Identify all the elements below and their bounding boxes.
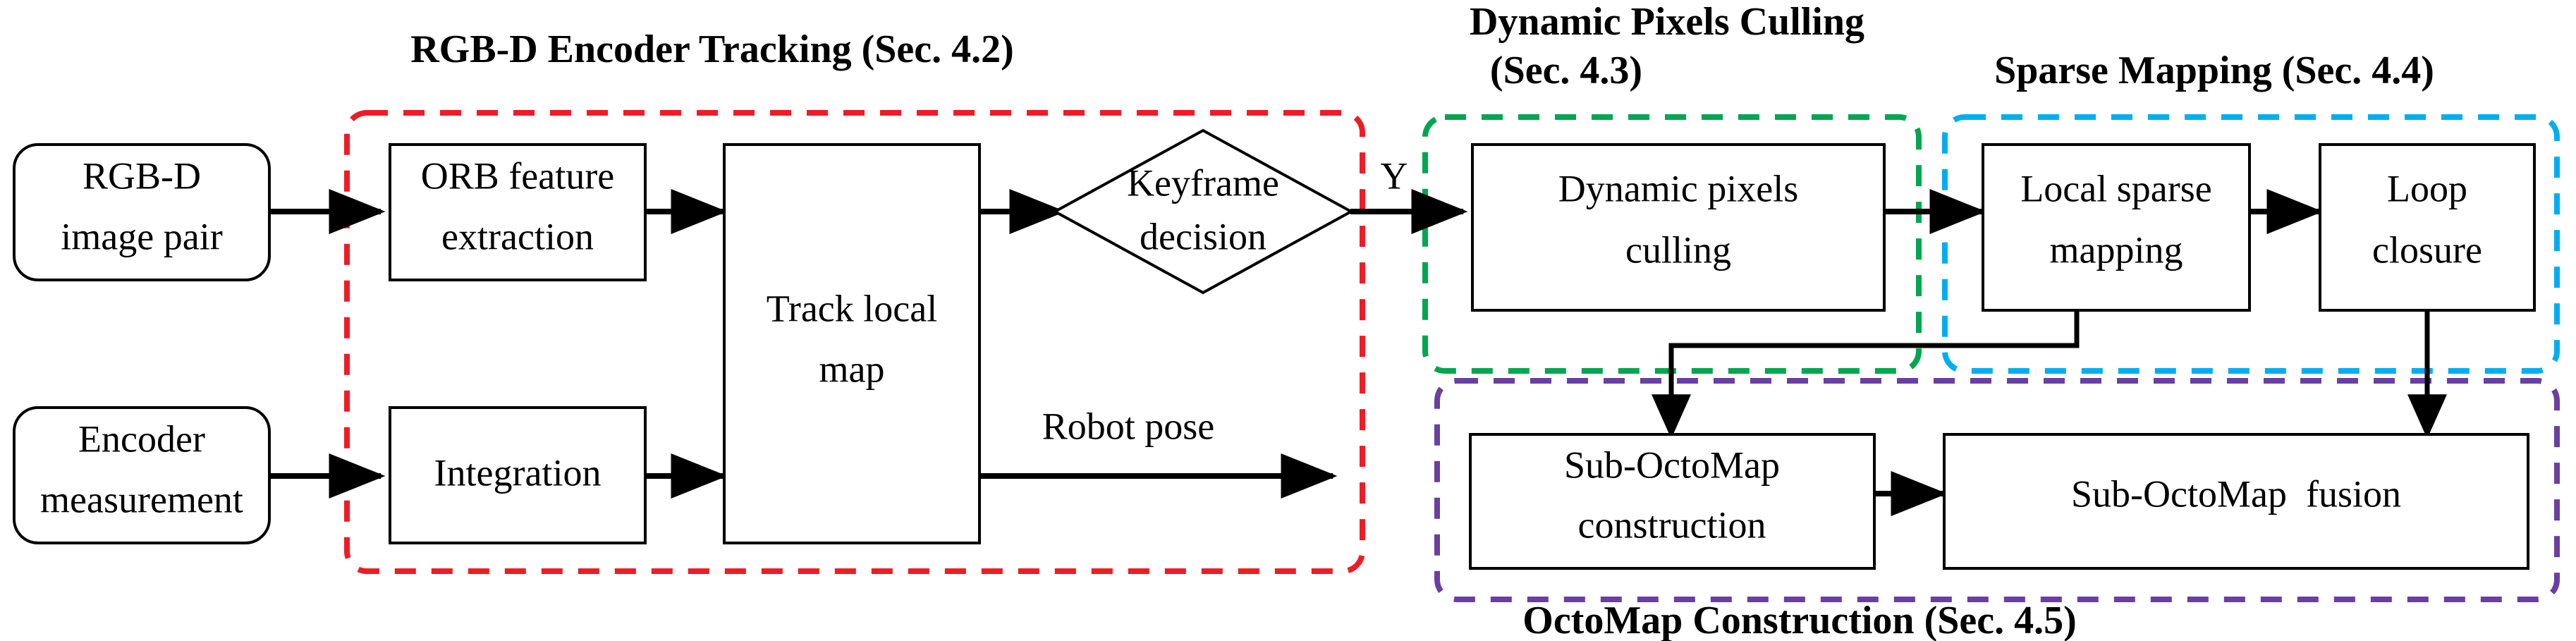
edge-label-robot-pose: Robot pose	[1042, 405, 1215, 447]
node-keyframe-decision-line2: decision	[1140, 215, 1266, 257]
node-rgbd-image-pair-line1: RGB-D	[83, 154, 201, 197]
node-track-local-map-line1: Track local	[767, 287, 937, 329]
node-suboctomap-construction-line1: Sub-OctoMap	[1564, 444, 1780, 486]
node-suboctomap-fusion-line1: Sub-OctoMap fusion	[2071, 472, 2401, 515]
group-title-tracking: RGB-D Encoder Tracking (Sec. 4.2)	[410, 28, 1014, 71]
group-frame-mapping	[1942, 114, 2560, 374]
node-rgbd-image-pair-line2: image pair	[61, 215, 222, 257]
group-title-culling-line1: Dynamic Pixels Culling	[1470, 0, 1864, 44]
node-dynamic-pixels-culling[interactable]: Dynamic pixels culling	[1471, 143, 1886, 312]
node-loop-closure[interactable]: Loop closure	[2319, 143, 2536, 312]
group-frame-tracking	[344, 110, 1365, 574]
node-orb-feature-extraction-line1: ORB feature	[421, 154, 614, 197]
node-suboctomap-construction-line2: construction	[1578, 503, 1766, 546]
connector-local-sparse-to-suboctomap-construction	[1652, 309, 2080, 439]
group-title-mapping: Sparse Mapping (Sec. 4.4)	[1994, 49, 2434, 92]
node-suboctomap-fusion[interactable]: Sub-OctoMap fusion	[1943, 433, 2529, 570]
node-encoder-measurement[interactable]: Encoder measurement	[13, 406, 271, 544]
node-orb-feature-extraction-line2: extraction	[441, 215, 594, 257]
node-loop-closure-line2: closure	[2372, 228, 2482, 271]
node-track-local-map[interactable]: Track local map	[723, 143, 981, 544]
node-dynamic-pixels-culling-line1: Dynamic pixels	[1558, 167, 1798, 209]
node-local-sparse-mapping-line1: Local sparse	[2020, 167, 2211, 209]
group-title-culling-line2: (Sec. 4.3)	[1490, 49, 1642, 92]
edge-label-keyframe-yes: Y	[1381, 154, 1408, 197]
node-encoder-measurement-line1: Encoder	[78, 417, 205, 460]
node-track-local-map-line2: map	[819, 348, 885, 390]
node-encoder-measurement-line2: measurement	[40, 478, 243, 520]
node-integration[interactable]: Integration	[389, 406, 647, 544]
node-integration-line1: Integration	[434, 451, 602, 494]
node-local-sparse-mapping-line2: mapping	[2050, 228, 2183, 271]
node-loop-closure-line1: Loop	[2387, 167, 2467, 209]
group-title-octomap: OctoMap Construction (Sec. 4.5)	[1522, 599, 2076, 641]
node-dynamic-pixels-culling-line2: culling	[1625, 228, 1731, 271]
node-keyframe-decision[interactable]: Keyframe decision	[1051, 128, 1355, 295]
node-keyframe-decision-line1: Keyframe	[1127, 161, 1279, 204]
node-orb-feature-extraction[interactable]: ORB feature extraction	[389, 143, 647, 281]
node-rgbd-image-pair[interactable]: RGB-D image pair	[13, 143, 271, 281]
node-suboctomap-construction[interactable]: Sub-OctoMap construction	[1469, 433, 1876, 570]
node-local-sparse-mapping[interactable]: Local sparse mapping	[1982, 143, 2251, 312]
